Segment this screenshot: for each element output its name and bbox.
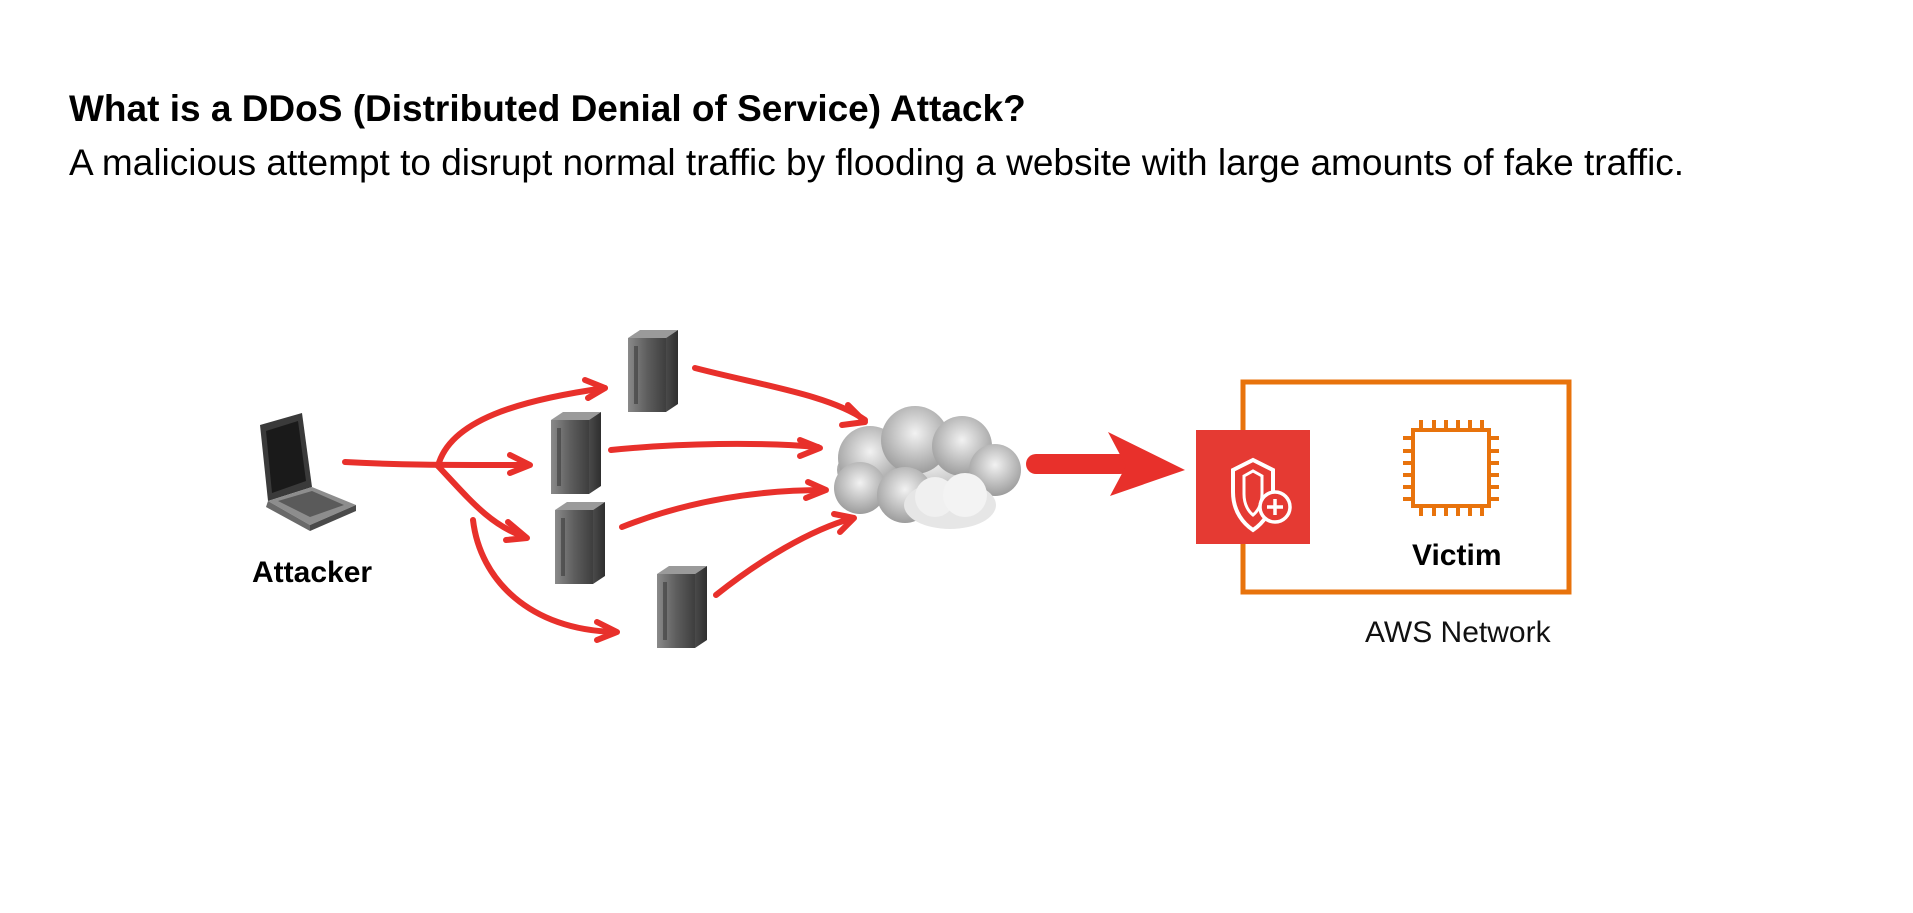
server-icon bbox=[555, 502, 605, 584]
chip-icon bbox=[1403, 420, 1499, 516]
shield-icon bbox=[1196, 430, 1310, 544]
flood-arrow bbox=[1026, 432, 1185, 496]
attack-arrows bbox=[342, 365, 868, 643]
attacker-label: Attacker bbox=[252, 556, 372, 589]
page-title: What is a DDoS (Distributed Denial of Se… bbox=[69, 88, 1026, 129]
aws-network-label: AWS Network bbox=[1365, 616, 1552, 649]
server-icon bbox=[551, 412, 601, 494]
victim-label: Victim bbox=[1412, 539, 1502, 572]
page-subtitle: A malicious attempt to disrupt normal tr… bbox=[69, 142, 1685, 183]
server-icon bbox=[657, 566, 707, 648]
laptop-icon bbox=[260, 413, 356, 531]
server-icon bbox=[628, 330, 678, 412]
cloud-icon bbox=[834, 406, 1021, 529]
